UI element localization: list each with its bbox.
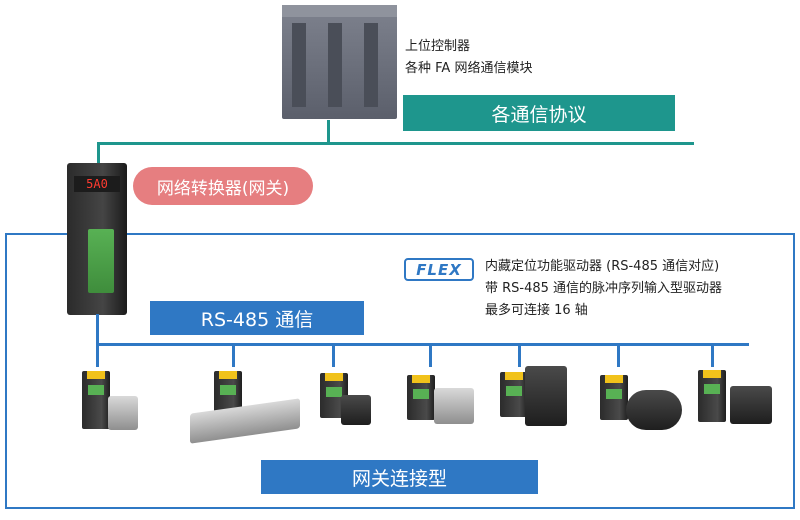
drop-line <box>232 343 235 367</box>
motor-5 <box>525 366 567 426</box>
gateway-frame <box>5 233 795 509</box>
bottom-label: 网关连接型 <box>261 460 538 494</box>
network-line <box>97 142 694 145</box>
drive-5 <box>500 366 528 417</box>
drop-line <box>429 343 432 367</box>
bus-label: RS-485 通信 <box>150 301 364 335</box>
controller-text-1: 上位控制器 <box>405 39 471 54</box>
flex-text-1: 内藏定位功能驱动器 (RS-485 通信对应) <box>485 259 720 274</box>
drive-4 <box>407 369 435 420</box>
gateway-up-line <box>97 142 100 164</box>
drive-6 <box>600 369 628 420</box>
flex-text-2: 带 RS-485 通信的脉冲序列输入型驱动器 <box>485 281 723 296</box>
drive-1 <box>82 365 110 429</box>
drop-line <box>96 343 99 367</box>
drop-line <box>617 343 620 367</box>
motor-1 <box>108 396 138 430</box>
rotary-table-6 <box>626 390 682 430</box>
gateway-label: 网络转换器(网关) <box>133 167 313 205</box>
bus-line <box>96 343 749 346</box>
flex-logo: FLEX <box>404 258 474 281</box>
controller-image <box>282 5 397 119</box>
motor-4 <box>434 388 474 424</box>
drop-line <box>518 343 521 367</box>
controller-text-2: 各种 FA 网络通信模块 <box>405 61 533 76</box>
motor-3 <box>341 395 371 425</box>
flex-text-3: 最多可连接 16 轴 <box>485 303 588 318</box>
controller-drop-line <box>327 120 330 144</box>
protocols-label: 各通信协议 <box>403 95 675 131</box>
motor-7 <box>730 386 772 424</box>
drive-7 <box>698 364 726 422</box>
gateway-display: 5A0 <box>74 176 120 192</box>
gateway-terminal <box>88 229 114 293</box>
drop-line <box>711 343 714 367</box>
drop-line <box>332 343 335 367</box>
bus-drop-gateway <box>96 314 99 344</box>
